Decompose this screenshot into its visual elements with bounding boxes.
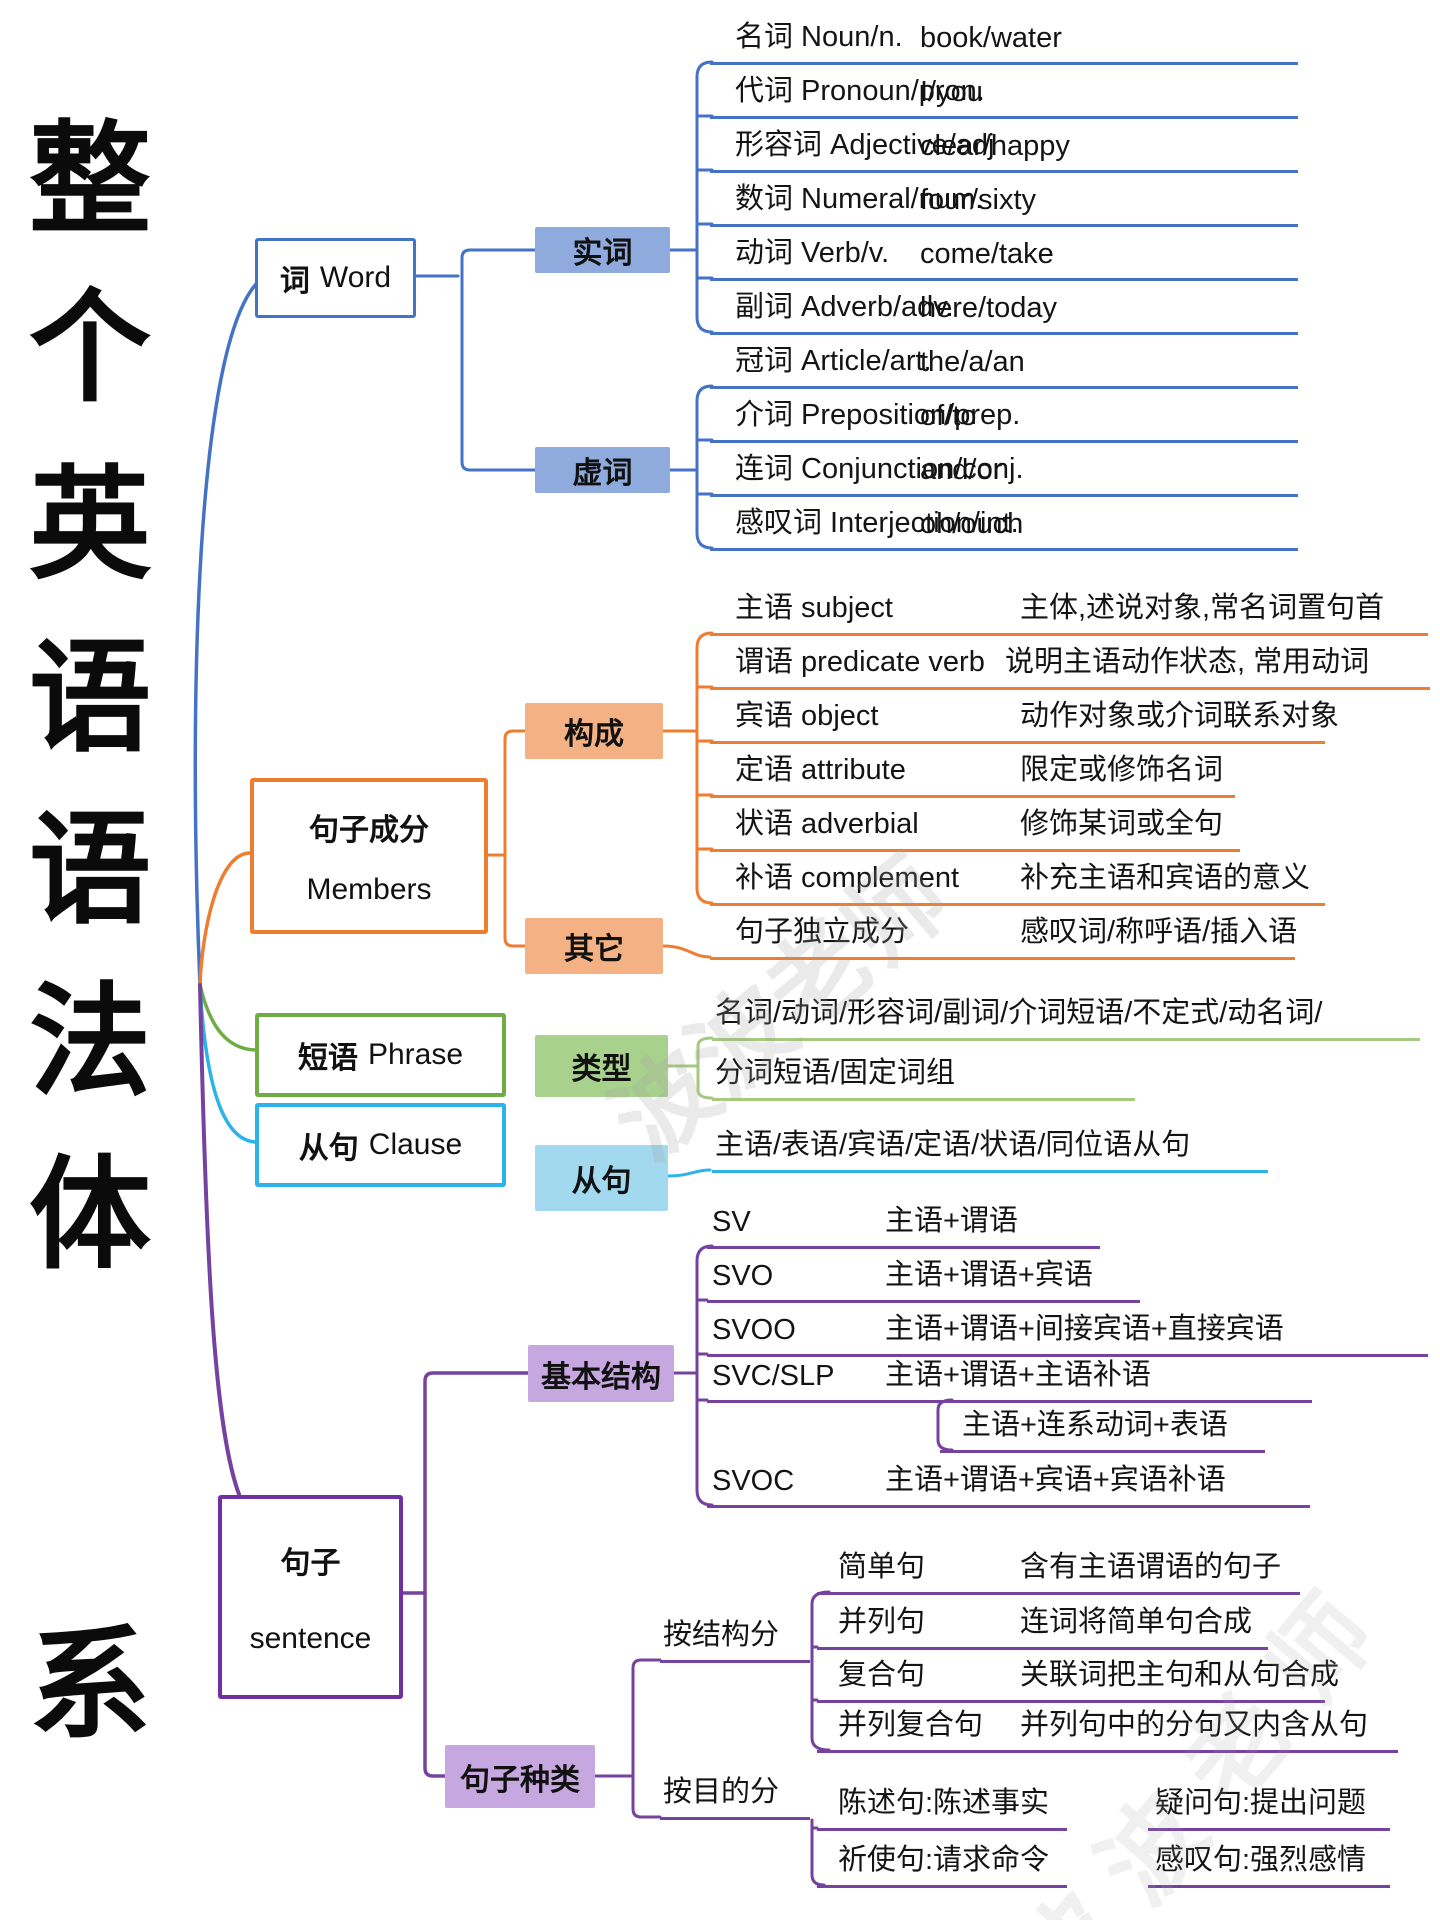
node-clause-en: Clause (368, 1128, 463, 1161)
page-title-char: 英 (29, 457, 151, 593)
purpose-row-interrogative: 疑问句:提出问题 (1148, 1787, 1390, 1831)
page-title-char: 整 (29, 112, 151, 248)
node-members[interactable]: 句子成分 Members (250, 778, 488, 934)
page-title-char: 个 (29, 280, 151, 416)
node-members-en: Members (306, 872, 432, 906)
tag-other[interactable]: 其它 (525, 918, 663, 974)
node-word[interactable]: 词 Word (255, 238, 416, 318)
node-phrase[interactable]: 短语 Phrase (255, 1013, 506, 1097)
tag-function-words[interactable]: 虚词 (535, 447, 670, 493)
tag-sentence-kinds[interactable]: 句子种类 (445, 1745, 595, 1808)
kinds-by-structure-label: 按结构分 (660, 1619, 810, 1663)
kind-row-compound: 并列句连词将简单句合成 (817, 1606, 1268, 1650)
page-title-char: 系 (29, 1617, 151, 1753)
kind-row-simple: 简单句含有主语谓语的句子 (817, 1551, 1300, 1595)
word-row-noun: 名词 Noun/n.book/water (710, 21, 1298, 65)
word-row-interjection: 感叹词 Interjection/int.oh/ouch (710, 507, 1298, 551)
page-title-char: 体 (29, 1147, 151, 1283)
node-sentence-en: sentence (249, 1621, 372, 1655)
tag-basic-structure[interactable]: 基本结构 (528, 1345, 674, 1402)
node-phrase-en: Phrase (367, 1038, 464, 1071)
node-sentence-zh: 句子 (280, 1547, 341, 1581)
word-row-verb: 动词 Verb/v.come/take (710, 237, 1298, 281)
word-row-pronoun: 代词 Pronoun/pron.I/you (710, 75, 1298, 119)
kind-row-compound-complex: 并列复合句并列句中的分句又内含从句 (817, 1709, 1398, 1753)
node-phrase-zh: 短语 (297, 1042, 358, 1075)
member-row-independent: 句子独立成分感叹词/称呼语/插入语 (710, 916, 1297, 960)
node-word-en: Word (319, 261, 392, 294)
node-sentence[interactable]: 句子 sentence (218, 1495, 403, 1699)
word-row-numeral: 数词 Numeral/num.four/sixty (710, 183, 1298, 227)
tag-content-words[interactable]: 实词 (535, 227, 670, 273)
page-title-char: 法 (29, 974, 151, 1110)
word-row-preposition: 介词 Preposition/prep.of/to (710, 399, 1298, 443)
word-row-adverb: 副词 Adverb/adv.here/today (710, 291, 1298, 335)
node-members-zh: 句子成分 (309, 814, 429, 848)
kind-row-complex: 复合句关联词把主句和从句合成 (817, 1659, 1339, 1703)
kinds-by-purpose-label: 按目的分 (660, 1776, 810, 1820)
purpose-row-declarative: 陈述句:陈述事实 (817, 1787, 1067, 1831)
node-word-zh: 词 (279, 265, 310, 298)
purpose-row-exclamatory: 感叹句:强烈感情 (1148, 1844, 1390, 1888)
phrase-types-line1: 名词/动词/形容词/副词/介词短语/不定式/动名词/ (712, 997, 1420, 1041)
word-row-conjunction: 连词 Conjunction/conj.and/or (710, 453, 1298, 497)
page-title-char: 语 (29, 630, 151, 766)
page-title-char: 语 (29, 802, 151, 938)
node-clause-zh: 从句 (298, 1132, 359, 1165)
structure-row-svc-alt: 主语+连系动词+表语 (940, 1409, 1265, 1453)
phrase-types-line2: 分词短语/固定词组 (712, 1057, 1135, 1101)
tag-clause[interactable]: 从句 (535, 1145, 668, 1211)
node-clause[interactable]: 从句 Clause (255, 1103, 506, 1187)
purpose-row-imperative: 祈使句:请求命令 (817, 1844, 1067, 1888)
tag-compose[interactable]: 构成 (525, 703, 663, 759)
clause-types-line: 主语/表语/宾语/定语/状语/同位语从句 (712, 1129, 1268, 1173)
tag-phrase-type[interactable]: 类型 (535, 1035, 668, 1097)
word-row-article: 冠词 Article/art.the/a/an (710, 345, 1298, 389)
